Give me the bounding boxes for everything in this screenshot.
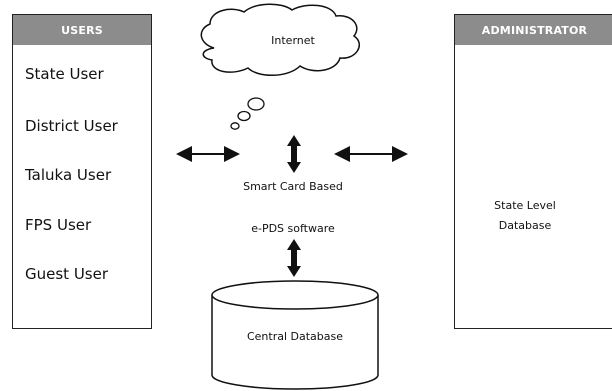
database-vertical-arrow [287, 239, 301, 277]
state-database-label: State Level Database [494, 199, 556, 232]
administrator-panel-header: ADMINISTRATOR [455, 15, 612, 45]
user-item-fps: FPS User [25, 216, 92, 234]
internet-label: Internet [271, 34, 315, 47]
software-label: e-PDS software [251, 222, 335, 235]
user-item-district: District User [25, 117, 118, 135]
central-database-label: Central Database [246, 330, 344, 343]
central-database-cylinder [211, 280, 379, 390]
smart-card-label: Smart Card Based [243, 180, 343, 193]
user-item-state: State User [25, 65, 104, 83]
internet-vertical-arrow [287, 135, 301, 173]
administrator-panel: ADMINISTRATOR [454, 14, 612, 329]
user-item-taluka: Taluka User [25, 166, 112, 184]
users-panel-header: USERS [13, 15, 151, 45]
user-item-guest: Guest User [25, 265, 109, 283]
users-panel: USERS State User District User Taluka Us… [12, 14, 152, 329]
internet-cloud [200, 3, 360, 130]
